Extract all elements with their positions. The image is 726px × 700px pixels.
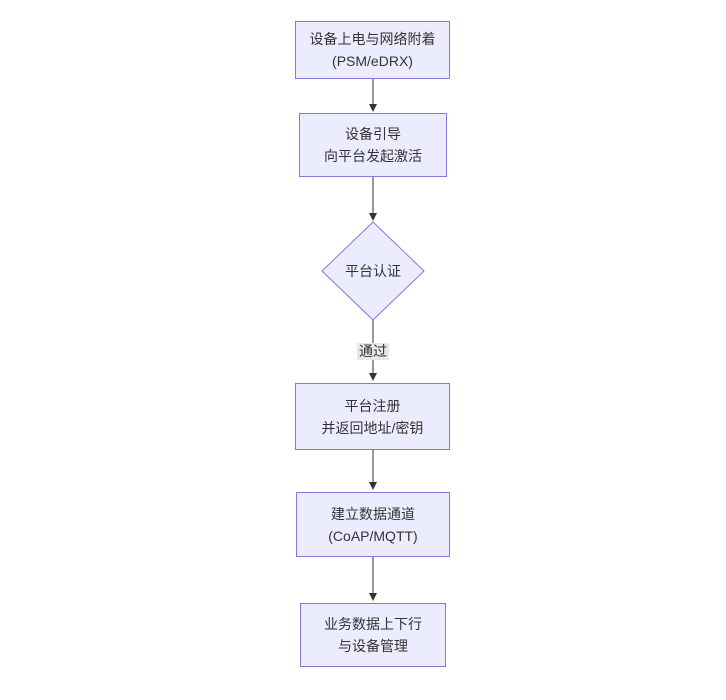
arrowhead-icon xyxy=(369,213,377,221)
node-label-line: 向平台发起激活 xyxy=(324,148,422,164)
node-platform-auth-label: 平台认证 xyxy=(322,260,424,282)
node-platform-register: 平台注册 并返回地址/密钥 xyxy=(295,383,450,450)
node-business-data: 业务数据上下行 与设备管理 xyxy=(300,603,446,667)
node-bootstrap: 设备引导 向平台发起激活 xyxy=(299,113,447,177)
node-label-line: 设备上电与网络附着 xyxy=(309,31,436,47)
node-label-line: 平台认证 xyxy=(345,263,401,279)
arrowhead-icon xyxy=(369,593,377,601)
edge-channel-to-business xyxy=(369,557,377,601)
node-label-line: 建立数据通道 xyxy=(331,505,415,522)
node-label-line: (CoAP/MQTT) xyxy=(328,527,418,544)
node-power-attach: 设备上电与网络附着 (PSM/eDRX) xyxy=(295,21,450,79)
edge-label-pass: 通过 xyxy=(357,343,389,360)
node-label-line: (PSM/eDRX) xyxy=(332,53,413,69)
node-label-line: 并返回地址/密钥 xyxy=(321,419,424,436)
arrowhead-icon xyxy=(369,482,377,490)
edge-register-to-channel xyxy=(369,450,377,490)
node-label-line: 平台注册 xyxy=(344,397,401,414)
arrowhead-icon xyxy=(369,373,377,381)
node-data-channel: 建立数据通道 (CoAP/MQTT) xyxy=(296,492,450,557)
node-label-line: 设备引导 xyxy=(345,126,401,142)
edge-bootstrap-to-auth xyxy=(369,177,377,221)
arrowhead-icon xyxy=(369,104,377,112)
node-label-line: 与设备管理 xyxy=(338,638,408,654)
edge-power-to-bootstrap xyxy=(369,79,377,112)
node-label-line: 业务数据上下行 xyxy=(324,616,422,632)
